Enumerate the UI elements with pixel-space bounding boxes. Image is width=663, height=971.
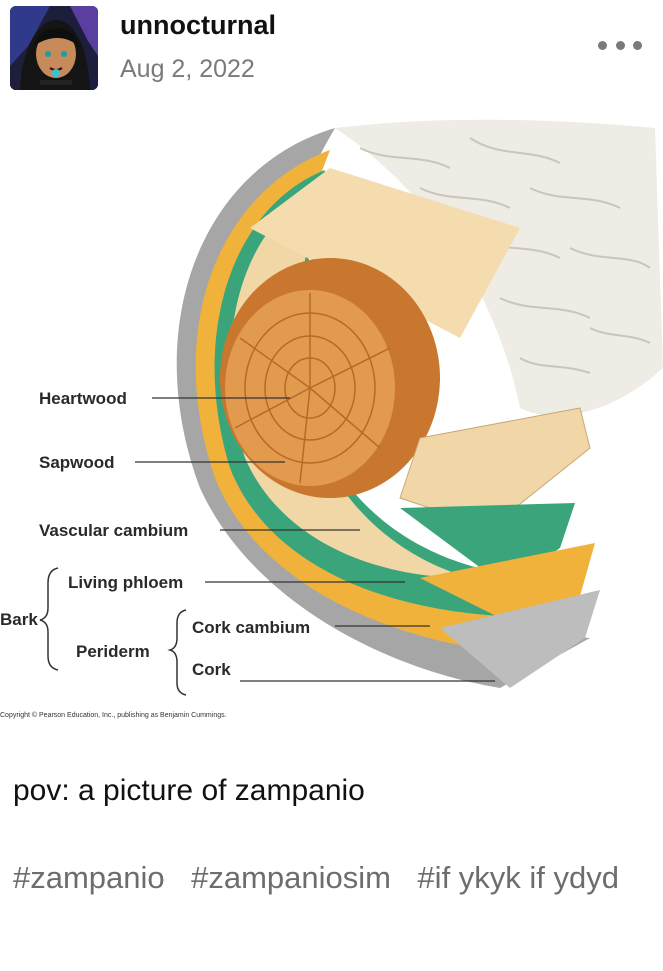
- label-heartwood: Heartwood: [39, 389, 127, 408]
- tag-zampaniosim[interactable]: #zampaniosim: [191, 860, 391, 895]
- label-vascular-cambium: Vascular cambium: [39, 521, 188, 540]
- tag-if-ykyk-if-ydyd[interactable]: #if ykyk if ydyd: [417, 860, 619, 895]
- tag-list: #zampanio #zampaniosim #if ykyk if ydyd: [13, 856, 653, 900]
- post-header: unnocturnal Aug 2, 2022: [0, 0, 663, 100]
- label-sapwood: Sapwood: [39, 453, 115, 472]
- avatar-illustration: [10, 6, 98, 90]
- bark-texture: [359, 137, 651, 374]
- more-options-icon[interactable]: [598, 30, 642, 60]
- label-living-phloem: Living phloem: [68, 573, 183, 592]
- avatar[interactable]: [10, 6, 98, 90]
- bark-brace: [39, 567, 59, 671]
- copyright-notice: Copyright © Pearson Education, Inc., pub…: [0, 711, 227, 719]
- label-cork: Cork: [192, 660, 231, 679]
- label-bark: Bark: [0, 610, 38, 629]
- tag-zampanio[interactable]: #zampanio: [13, 860, 165, 895]
- leader-lines: [135, 397, 495, 682]
- dot-3: [633, 40, 642, 50]
- label-cork-cambium: Cork cambium: [192, 618, 310, 637]
- label-periderm: Periderm: [76, 642, 150, 661]
- diagram-svg: Heartwood Sapwood Vascular cambium Livin…: [0, 119, 663, 719]
- periderm-brace: [167, 609, 187, 696]
- dot-2: [615, 40, 625, 50]
- dot-1: [598, 40, 607, 50]
- username[interactable]: unnocturnal: [120, 10, 276, 40]
- growth-rings: [234, 293, 391, 484]
- post-caption: pov: a picture of zampanio: [13, 774, 365, 807]
- tree-cross-section-diagram: Heartwood Sapwood Vascular cambium Livin…: [0, 108, 663, 725]
- post-date[interactable]: Aug 2, 2022: [120, 55, 255, 83]
